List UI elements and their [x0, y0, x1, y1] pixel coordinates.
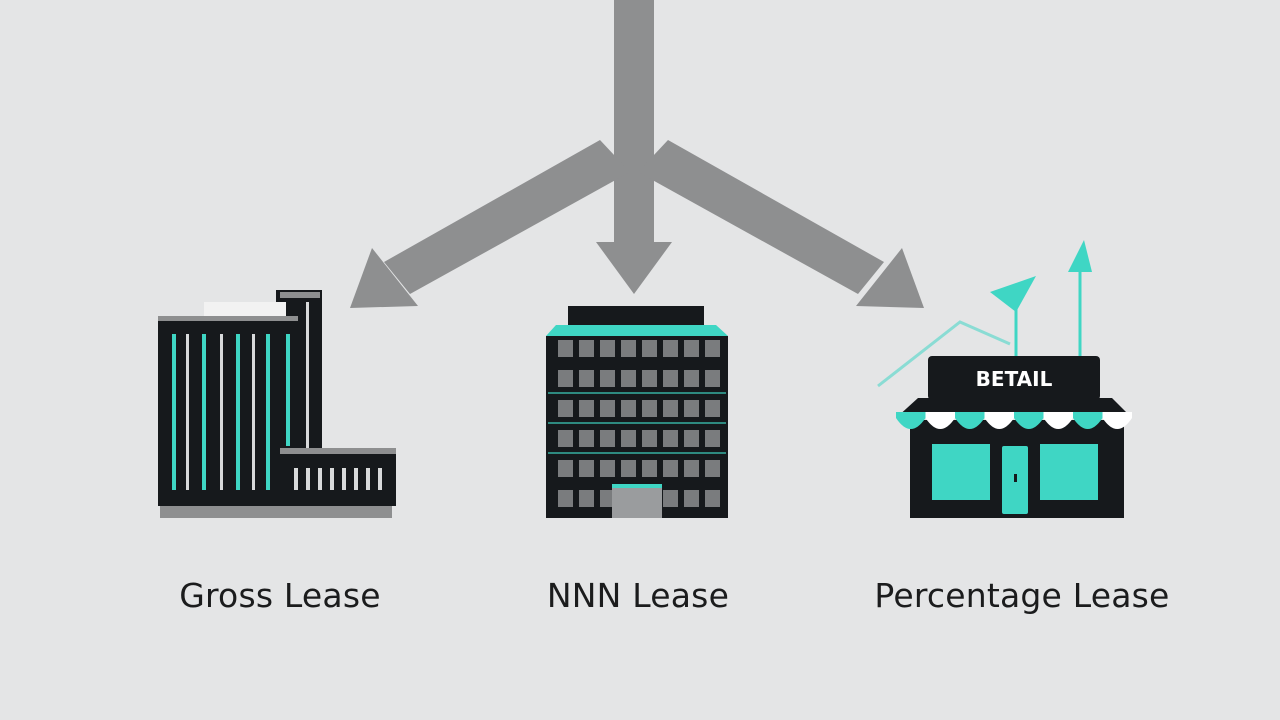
arrow-left-shaft [384, 140, 630, 294]
store-sign-text: BETAIL [976, 367, 1053, 391]
arrow-left-head [350, 248, 418, 308]
arrow-up-icon [1068, 240, 1092, 272]
nnn-lease-label: NNN Lease [546, 576, 730, 615]
flag-icon [990, 276, 1036, 312]
arrow-center-shaft [614, 176, 654, 244]
arrow-right-head [856, 248, 924, 308]
percentage-lease-label: Percentage Lease [874, 576, 1170, 615]
retail-store-icon: BETAIL [877, 240, 1132, 518]
office-building-icon [158, 290, 396, 518]
branch-arrows [350, 0, 924, 308]
arrow-center-head [596, 242, 672, 294]
gross-lease-label: Gross Lease [179, 576, 381, 615]
apartment-building-icon [546, 306, 728, 518]
arrow-trunk [614, 0, 654, 176]
arrow-right-shaft [638, 140, 884, 294]
